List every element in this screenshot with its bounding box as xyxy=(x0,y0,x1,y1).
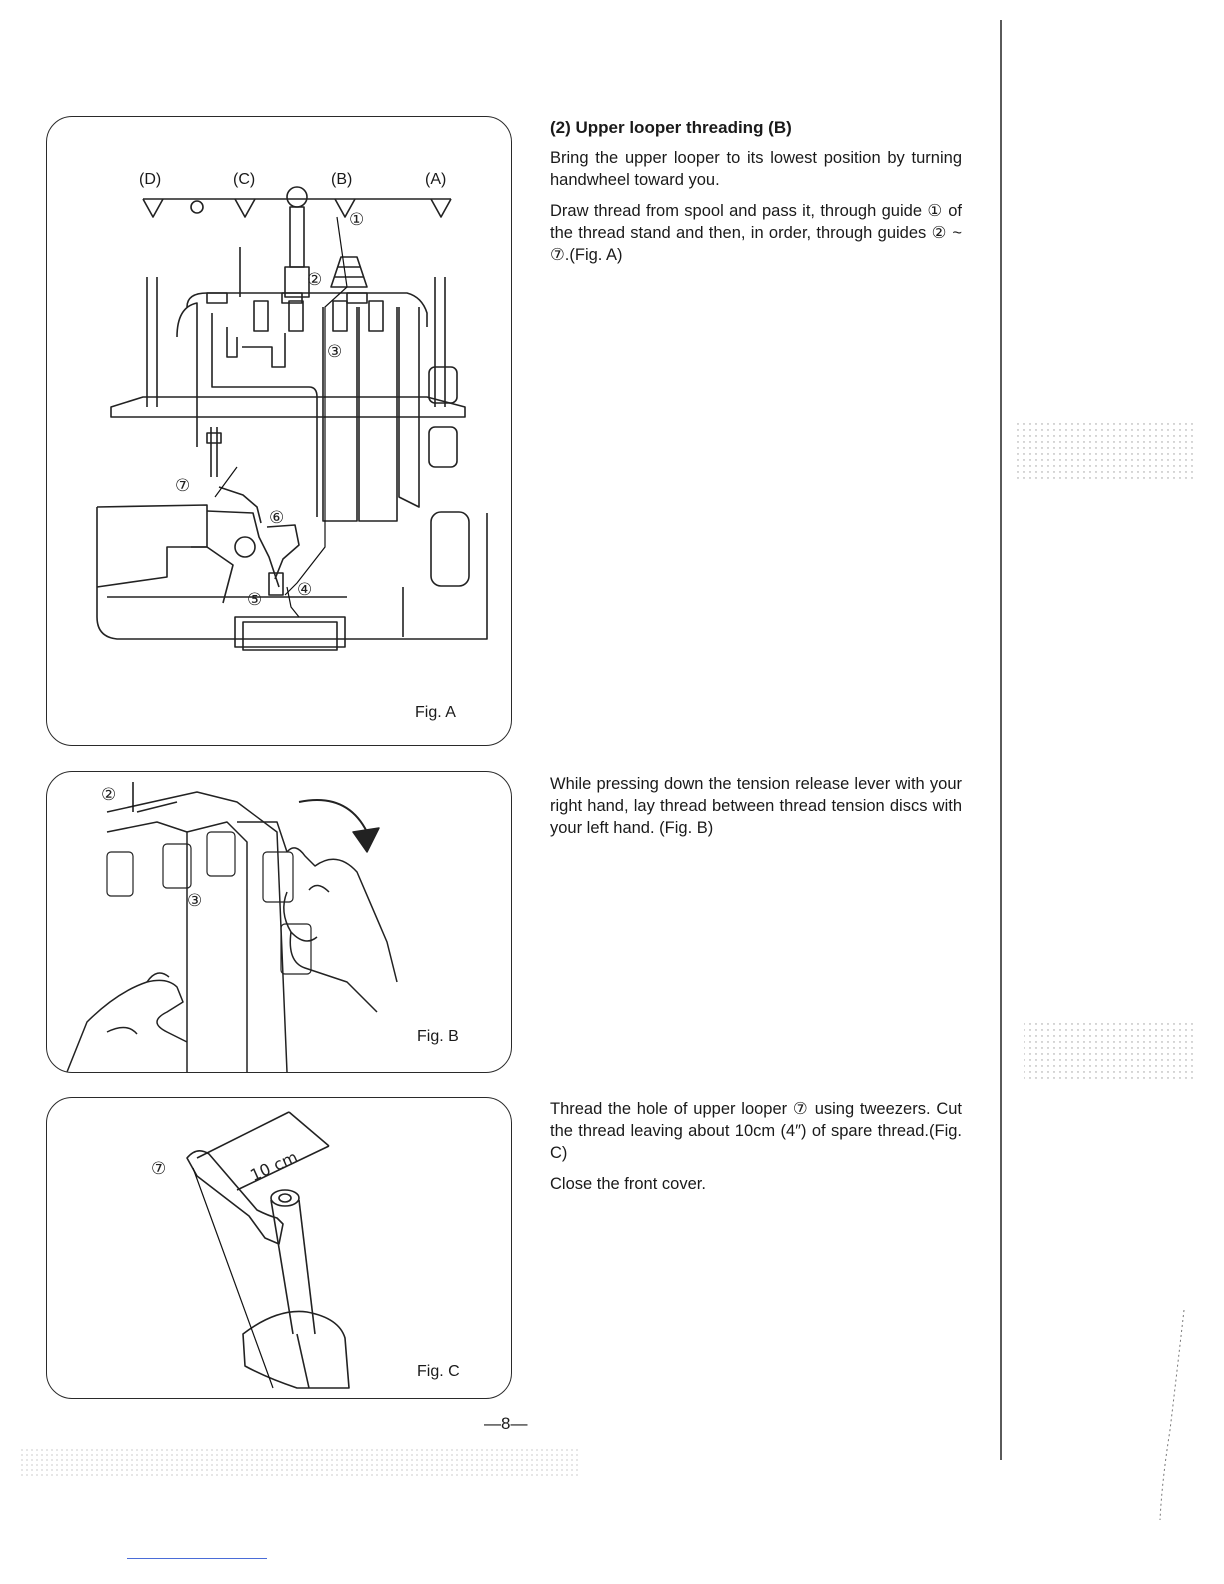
bottom-scan-noise xyxy=(20,1448,580,1478)
close-cover-paragraph: Close the front cover. xyxy=(550,1175,706,1193)
guide-mark-5: ⑤ xyxy=(247,590,262,610)
guide-mark-7: ⑦ xyxy=(151,1159,166,1179)
page-number: —8— xyxy=(484,1414,528,1433)
stand-label-c: (C) xyxy=(233,171,256,188)
measurement-label: 10 cm xyxy=(247,1147,300,1185)
tension-discs-illustration: ② ③ xyxy=(66,782,398,1072)
instruction-paragraph-2: Draw thread from spool and pass it, thro… xyxy=(550,202,962,264)
tension-instructions: While pressing down the tension release … xyxy=(550,773,962,839)
guide-mark-3: ③ xyxy=(327,342,342,362)
stand-label-a: (A) xyxy=(425,171,447,188)
figure-a-panel: (D) (C) (B) (A) xyxy=(46,116,512,746)
stand-label-d: (D) xyxy=(139,171,162,188)
guide-mark-4: ④ xyxy=(297,580,312,600)
stand-label-b: (B) xyxy=(331,171,353,188)
binding-rule xyxy=(1000,20,1002,1460)
serger-threading-diagram: ① ② ③ ④ ⑤ ⑥ ⑦ xyxy=(96,186,488,651)
figure-c-panel: ⑦ 10 cm Fig. C xyxy=(46,1097,512,1399)
figure-c-label: Fig. C xyxy=(417,1363,460,1380)
tension-paragraph: While pressing down the tension release … xyxy=(550,775,962,837)
guide-mark-6: ⑥ xyxy=(269,508,284,528)
guide-mark-2: ② xyxy=(307,270,322,290)
guide-mark-3: ③ xyxy=(187,891,202,911)
bottom-rule xyxy=(127,1558,267,1559)
scan-noise xyxy=(1014,420,1194,1080)
looper-instructions: Thread the hole of upper looper ⑦ using … xyxy=(550,1098,962,1195)
figure-a-label: Fig. A xyxy=(415,704,456,721)
section-heading: (2) Upper looper threading (B) xyxy=(550,118,792,137)
upper-looper-section: (2) Upper looper threading (B) Bring the… xyxy=(550,117,962,266)
guide-mark-2: ② xyxy=(101,785,116,805)
margin-mark xyxy=(1159,1309,1185,1521)
looper-paragraph: Thread the hole of upper looper ⑦ using … xyxy=(550,1100,962,1162)
upper-looper-illustration: ⑦ 10 cm xyxy=(151,1111,350,1389)
guide-mark-7: ⑦ xyxy=(175,476,190,496)
instruction-paragraph-1: Bring the upper looper to its lowest pos… xyxy=(550,149,962,189)
figure-b-label: Fig. B xyxy=(417,1028,459,1045)
figure-b-panel: ② ③ Fig. B xyxy=(46,771,512,1073)
guide-mark-1: ① xyxy=(349,210,364,230)
